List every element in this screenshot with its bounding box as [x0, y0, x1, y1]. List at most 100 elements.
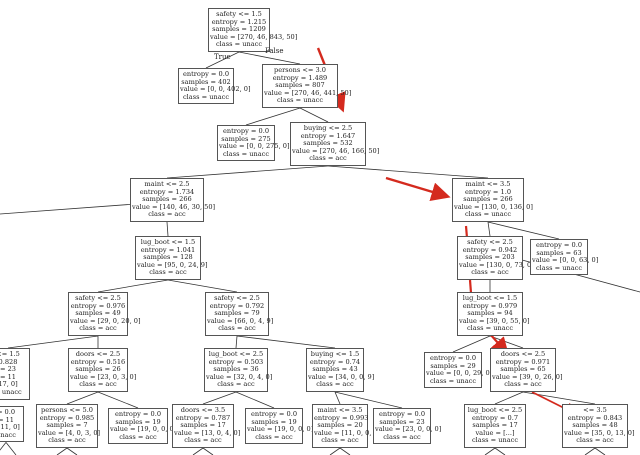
tree-edge: [489, 335, 524, 349]
node-line: entropy = 0.516: [70, 357, 126, 366]
node-line: class = acc: [504, 380, 542, 389]
node-line: lug_boot <= 1.5: [462, 294, 518, 302]
node-line: class = acc: [255, 432, 293, 441]
tree-edge-offscreen: [594, 447, 606, 455]
node-line: class = unacc: [464, 210, 512, 219]
node-line: samples = 807: [275, 81, 325, 90]
node-line: safety <= 1.5: [216, 10, 262, 18]
tree-edge-offscreen: [56, 447, 68, 455]
node-line: class = acc: [383, 432, 421, 441]
node-line: class = unacc: [276, 96, 324, 105]
node-line: samples = 17: [180, 421, 226, 430]
node-line: samples = 17: [472, 421, 518, 430]
node-line: samples = 63: [536, 248, 582, 257]
node-line: entropy = 1.734: [139, 187, 195, 196]
node-line: value = [66, 0, 4, 9]: [207, 316, 274, 325]
node-line: safety <= 2.5: [214, 294, 260, 302]
node-line: class = acc: [471, 268, 509, 277]
node-line: entropy = 0.0: [535, 241, 583, 249]
node-line: entropy = 0.979: [462, 301, 518, 310]
node-line: entropy = 0.0: [114, 410, 162, 418]
node-line: samples = 1209: [212, 25, 266, 34]
node-line: entropy = 0.942: [462, 245, 518, 254]
node-line: value = [270, 46, 441, 50]: [264, 88, 352, 97]
tree-edge-offscreen: [494, 447, 506, 455]
tree-edge: [166, 221, 169, 237]
node-line: entropy = 0.0: [222, 127, 270, 135]
tree-edge: [66, 391, 99, 405]
node-line: value = [11, 0, 0, 9]: [314, 428, 381, 437]
node-line: value = [39, 0, 55, 0]: [459, 316, 530, 325]
tree-edge: [97, 279, 169, 293]
node-line: = unacc: [0, 387, 22, 396]
tree-edge: [334, 391, 403, 409]
tree-edge-offscreen: [329, 447, 341, 455]
tree-edge: [97, 391, 139, 409]
node-line: entropy = 1.489: [272, 73, 328, 82]
node-line: value = [270, 46, 843, 50]: [210, 32, 298, 41]
node-line: samples = 65: [500, 365, 546, 374]
node-line: 17, 0]: [0, 380, 18, 389]
node-line: entropy = 0.7: [471, 413, 519, 422]
node-line: lug_boot <= 1.5: [140, 238, 196, 246]
highlight-arrow: [385, 176, 451, 202]
edge-label-true: True: [214, 53, 231, 61]
node-line: class = acc: [148, 210, 186, 219]
node-line: entropy = 0.787: [175, 413, 231, 422]
node-line: value = [32, 0, 4, 0]: [206, 372, 273, 381]
node-line: lug_boot <= 2.5: [467, 406, 523, 414]
node-line: value = [23, 0, 3, 0]: [70, 372, 137, 381]
node-line: = 0.0: [0, 408, 16, 416]
node-line: samples = 266: [142, 195, 192, 204]
node-line: value = [130, 0, 73, 0]: [459, 260, 534, 269]
node-line: class = acc: [119, 432, 157, 441]
node-line: entropy = 0.976: [70, 301, 126, 310]
tree-edge: [205, 51, 240, 69]
node-line: lug_boot <= 2.5: [208, 350, 264, 358]
node-line: class = acc: [576, 436, 614, 445]
node-line: unacc: [0, 430, 16, 439]
node-line: class = acc: [48, 436, 86, 445]
tree-edge-offscreen: [66, 447, 78, 455]
node-line: samples = 20: [317, 421, 363, 430]
edge-label-false: False: [265, 47, 284, 55]
node-line: value = [39, 0, 26, 0]: [492, 372, 563, 381]
node-line: samples = 94: [467, 309, 513, 318]
node-line: class = acc: [79, 324, 117, 333]
edges-layer: [0, 51, 640, 455]
node-line: entropy = 0.843: [567, 413, 623, 422]
node-line: class = unacc: [471, 436, 519, 445]
tree-edge-offscreen: [192, 447, 204, 455]
node-line: entropy = 0.0: [182, 70, 230, 78]
node-line: entropy = 0.971: [495, 357, 551, 366]
node-line: value = [270, 46, 166, 50]: [292, 146, 380, 155]
node-line: entropy = 0.993: [314, 413, 369, 422]
node-line: value = [0, 0, 275, 0]: [219, 142, 290, 151]
tree-edge: [487, 221, 560, 240]
tree-edge-offscreen: [5, 442, 17, 455]
node-line: entropy = 0.0: [378, 410, 426, 418]
node-line: value = [0, 0, 29, 0]: [426, 369, 493, 378]
node-line: 0, 11, 0]: [0, 423, 20, 432]
node-line: maint <= 2.5: [144, 180, 190, 188]
node-line: safety <= 2.5: [75, 294, 121, 302]
node-line: value = [19, 0, 0, 0]: [110, 425, 177, 434]
node-line: samples = 402: [181, 77, 231, 86]
tree-edge: [7, 335, 99, 349]
node-line: samples = 49: [75, 309, 121, 318]
node-line: = 23: [0, 365, 16, 374]
